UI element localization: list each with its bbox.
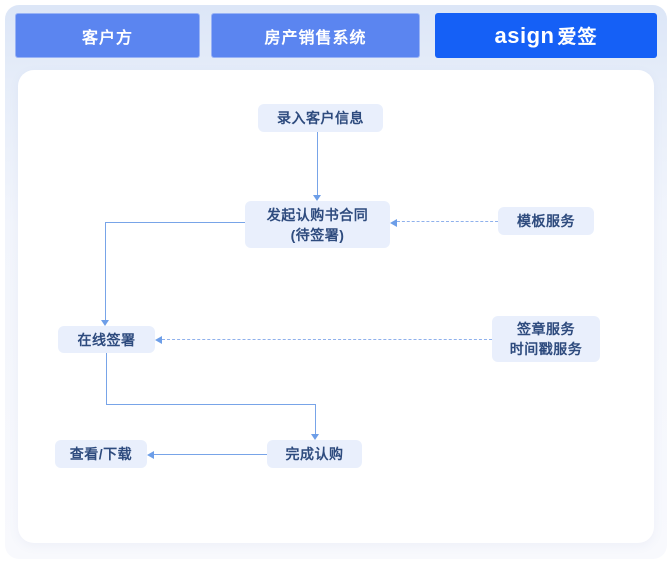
edge-sign-to-complete-hline [105,403,316,405]
node-online-sign-label: 在线签署 [77,331,136,348]
edge-sign-to-complete-vline2 [314,403,316,435]
node-seal-timestamp-service-line2: 时间戳服务 [509,341,583,357]
edge-sign-to-complete-vline1 [105,353,107,404]
node-template-service-label: 模板服务 [517,213,575,229]
node-initiate-purchase-contract-line1: 发起认购书合同 [266,206,369,223]
edge-sign-to-complete-arrowhead-icon [311,434,319,440]
edge-initiate-to-sign-vline [104,222,106,320]
actor-customer: 客户方 [15,13,200,58]
node-seal-timestamp-service-line1: 签章服务 [517,321,575,337]
node-enter-customer-info-label: 录入客户信息 [277,110,364,126]
edge-complete-to-view-line [154,453,267,455]
diagram-card: 客户方 房产销售系统 asign 爱签 录入客户信息 发起认购书合同 (待签署)… [5,5,667,559]
asign-logo: asign [494,22,555,48]
edge-template-to-initiate-dashed [397,221,498,222]
node-initiate-purchase-contract: 发起认购书合同 (待签署) [245,201,390,248]
node-seal-timestamp-service: 签章服务 时间戳服务 [492,316,600,362]
actor-customer-label: 客户方 [81,29,133,47]
edge-initiate-to-sign-hline [105,221,245,223]
node-online-sign: 在线签署 [58,326,155,353]
node-initiate-purchase-contract-line2: (待签署) [290,226,345,243]
node-enter-customer-info: 录入客户信息 [258,104,383,132]
edge-template-to-initiate-arrowhead-icon [390,218,397,227]
actor-sales-system: 房产销售系统 [211,13,420,58]
actor-asign-brand: asign 爱签 [435,13,657,58]
edge-enter-to-initiate-arrowhead-icon [312,195,321,201]
edge-seal-to-sign-dashed [162,338,492,340]
edge-seal-to-sign-arrowhead-icon [155,335,162,344]
node-complete-purchase: 完成认购 [267,440,362,468]
edge-enter-to-initiate-line [316,132,318,195]
actor-sales-system-label: 房产销售系统 [264,29,367,47]
node-view-download: 查看/下载 [55,440,147,468]
edge-initiate-to-sign-arrowhead-icon [101,320,109,326]
flowchart-panel [18,70,654,543]
edge-complete-to-view-arrowhead-icon [147,450,154,459]
asign-logo-cn: 爱签 [557,27,598,48]
node-view-download-label: 查看/下载 [69,446,133,462]
node-complete-purchase-label: 完成认购 [285,446,344,462]
node-template-service: 模板服务 [498,207,594,235]
